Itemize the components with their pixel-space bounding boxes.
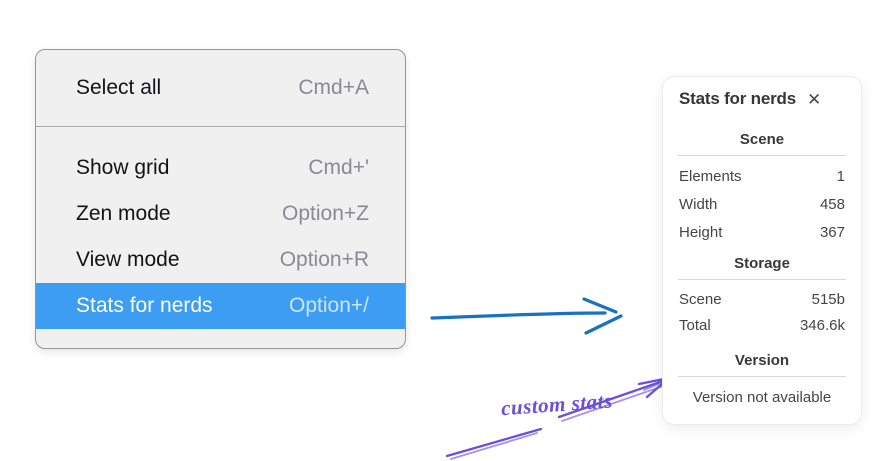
section-storage: Storage Scene 515b Total 346.6k	[676, 254, 848, 338]
menu-item-view-mode[interactable]: View mode Option+R	[36, 237, 405, 283]
menu-item-shortcut: Cmd+'	[308, 156, 369, 179]
stat-label: Width	[679, 195, 718, 213]
menu-item-stats-for-nerds[interactable]: Stats for nerds Option+/	[36, 283, 405, 329]
menu-item-shortcut: Cmd+A	[298, 76, 369, 99]
stat-value: 515b	[811, 290, 845, 308]
menu-item-show-grid[interactable]: Show grid Cmd+'	[36, 145, 405, 191]
menu-item-shortcut: Option+R	[279, 248, 369, 271]
stat-label: Total	[679, 316, 711, 334]
menu-item-label: Zen mode	[76, 202, 171, 225]
stat-row-elements: Elements 1	[676, 162, 848, 190]
section-version: Version Version not available	[676, 351, 848, 413]
menu-group-bottom: Show grid Cmd+' Zen mode Option+Z View m…	[36, 127, 405, 329]
section-title: Version	[734, 352, 790, 369]
stat-label: Elements	[679, 167, 742, 185]
menu-group-top: Select all Cmd+A	[36, 50, 405, 127]
stat-value: 458	[819, 195, 845, 213]
close-button[interactable]: ✕	[807, 91, 821, 108]
stat-row-height: Height 367	[676, 218, 848, 246]
stat-label: Height	[679, 223, 723, 241]
menu-item-label: Stats for nerds	[76, 294, 213, 317]
menu-item-shortcut: Option+Z	[282, 202, 369, 225]
divider	[678, 376, 846, 377]
menu-item-select-all[interactable]: Select all Cmd+A	[36, 65, 405, 111]
stat-value: 346.6k	[799, 316, 845, 334]
blue-arrow	[430, 297, 623, 335]
divider	[678, 155, 846, 156]
stat-value: 1	[836, 167, 845, 185]
stats-panel: Stats for nerds ✕ Scene Elements 1 Width…	[662, 76, 862, 425]
menu-item-label: Show grid	[76, 156, 170, 179]
stat-row-total-size: Total 346.6k	[676, 312, 848, 338]
section-title: Scene	[739, 131, 785, 148]
section-title: Storage	[734, 255, 790, 272]
stat-row-scene-size: Scene 515b	[676, 286, 848, 312]
stat-label: Scene	[679, 290, 722, 308]
stat-value: 367	[819, 223, 845, 241]
version-note: Version not available	[692, 389, 832, 406]
divider	[678, 279, 846, 280]
menu-item-label: Select all	[76, 76, 162, 99]
menu-item-zen-mode[interactable]: Zen mode Option+Z	[36, 191, 405, 237]
stat-row-width: Width 458	[676, 190, 848, 218]
custom-stats-annotation: custom stats	[500, 388, 614, 421]
menu-item-label: View mode	[76, 248, 180, 271]
stats-panel-title: Stats for nerds	[679, 89, 796, 108]
section-scene: Scene Elements 1 Width 458 Height 367	[676, 130, 848, 246]
menu-item-shortcut: Option+/	[289, 294, 369, 317]
stats-panel-header: Stats for nerds ✕	[676, 89, 848, 109]
close-icon: ✕	[806, 89, 822, 109]
context-menu: Select all Cmd+A Show grid Cmd+' Zen mod…	[35, 49, 406, 349]
